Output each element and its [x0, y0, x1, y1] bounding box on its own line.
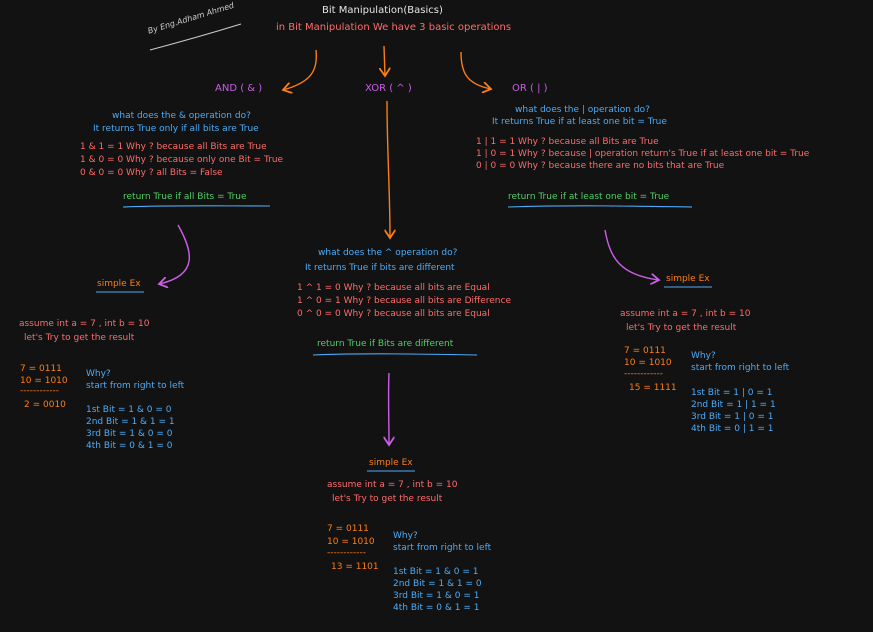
- or-lets-try: let's Try to get the result: [626, 323, 737, 333]
- xor-label: XOR ( ^ ): [365, 83, 412, 94]
- and-question: what does the & operation do?: [112, 111, 251, 121]
- and-calc-line: ------------: [20, 386, 59, 396]
- and-rule: 0 & 0 = 0 Why ? all Bits = False: [80, 168, 223, 178]
- or-calc-line: 10 = 1010: [624, 358, 672, 368]
- xor-step: 2nd Bit = 1 & 1 = 0: [393, 579, 482, 589]
- and-start: start from right to left: [86, 381, 185, 391]
- xor-why: Why?: [393, 531, 418, 541]
- page-subtitle: in Bit Manipulation We have 3 basic oper…: [276, 22, 512, 33]
- xor-step: 1st Bit = 1 & 0 = 1: [393, 567, 479, 577]
- xor-rule: 0 ^ 0 = 0 Why ? because all bits are Equ…: [297, 309, 490, 319]
- and-label: AND ( & ): [215, 83, 263, 94]
- xor-start: start from right to left: [393, 543, 492, 553]
- xor-question: what does the ^ operation do?: [318, 248, 458, 258]
- xor-step: 3rd Bit = 1 & 0 = 1: [393, 591, 480, 601]
- or-summary-underline: [507, 205, 693, 208]
- or-step: 3rd Bit = 1 | 0 = 1: [691, 412, 774, 422]
- and-rule: 1 & 1 = 1 Why ? because all Bits are Tru…: [80, 142, 267, 152]
- and-calc-line: 7 = 0111: [20, 364, 62, 374]
- or-calc-result: 15 = 1111: [629, 383, 677, 393]
- or-summary: return True if at least one bit = True: [508, 192, 670, 202]
- and-step: 2nd Bit = 1 & 1 = 1: [86, 417, 175, 427]
- and-calc-line: 10 = 1010: [20, 376, 68, 386]
- and-why: Why?: [86, 369, 111, 379]
- and-assume: assume int a = 7 , int b = 10: [19, 319, 150, 329]
- or-calc-line: ------------: [624, 369, 663, 379]
- or-start: start from right to left: [691, 363, 790, 373]
- and-example-title: simple Ex: [97, 279, 141, 289]
- or-step: 2nd Bit = 1 | 1 = 1: [691, 400, 776, 410]
- or-question: what does the | operation do?: [515, 105, 650, 115]
- or-rule: 0 | 0 = 0 Why ? because there are no bit…: [476, 161, 725, 171]
- and-calc-result: 2 = 0010: [24, 400, 66, 410]
- or-assume: assume int a = 7 , int b = 10: [620, 309, 751, 319]
- and-rule: 1 & 0 = 0 Why ? because only one Bit = T…: [80, 155, 284, 165]
- or-step: 4th Bit = 0 | 1 = 1: [691, 424, 774, 434]
- xor-answer: It returns True if bits are different: [305, 263, 455, 273]
- and-summary-underline: [122, 205, 271, 208]
- xor-step: 4th Bit = 0 & 1 = 1: [393, 603, 480, 613]
- arrow-or-to-example: [604, 229, 659, 280]
- xor-example-title: simple Ex: [369, 458, 413, 468]
- author-underline: [149, 23, 242, 51]
- and-lets-try: let's Try to get the result: [24, 333, 135, 343]
- xor-assume: assume int a = 7 , int b = 10: [327, 480, 458, 490]
- arrow-xor-down: [387, 100, 390, 238]
- xor-rule: 1 ^ 0 = 1 Why ? because all bits are Dif…: [297, 296, 511, 306]
- or-calc-line: 7 = 0111: [624, 346, 666, 356]
- or-example-title: simple Ex: [666, 274, 710, 284]
- or-rule: 1 | 1 = 1 Why ? because all Bits are Tru…: [476, 137, 659, 147]
- and-step: 3rd Bit = 1 & 0 = 0: [86, 429, 173, 439]
- and-step: 1st Bit = 1 & 0 = 0: [86, 405, 172, 415]
- or-rule: 1 | 0 = 1 Why ? because | operation retu…: [476, 149, 810, 159]
- and-summary: return True if all Bits = True: [123, 192, 247, 202]
- or-label: OR ( | ): [512, 83, 548, 94]
- or-answer: It returns True if at least one bit = Tr…: [492, 117, 667, 127]
- or-why: Why?: [691, 351, 716, 361]
- and-step: 4th Bit = 0 & 1 = 0: [86, 441, 173, 451]
- arrow-to-xor: [384, 45, 385, 76]
- xor-calc-line: 7 = 0111: [327, 524, 369, 534]
- xor-calc-line: 10 = 1010: [327, 537, 375, 547]
- or-step: 1st Bit = 1 | 0 = 1: [691, 388, 773, 398]
- page-title: Bit Manipulation(Basics): [322, 5, 443, 16]
- xor-calc-line: ------------: [327, 548, 366, 558]
- arrow-to-or: [460, 51, 491, 89]
- xor-lets-try: let's Try to get the result: [332, 494, 443, 504]
- and-answer: It returns True only if all bits are Tru…: [93, 124, 259, 134]
- xor-calc-result: 13 = 1101: [331, 562, 379, 572]
- xor-summary-underline: [312, 353, 478, 356]
- xor-rule: 1 ^ 1 = 0 Why ? because all bits are Equ…: [297, 283, 490, 293]
- arrow-and-to-example: [159, 224, 190, 284]
- arrow-to-and: [283, 49, 318, 90]
- xor-summary: return True if Bits are different: [317, 339, 454, 349]
